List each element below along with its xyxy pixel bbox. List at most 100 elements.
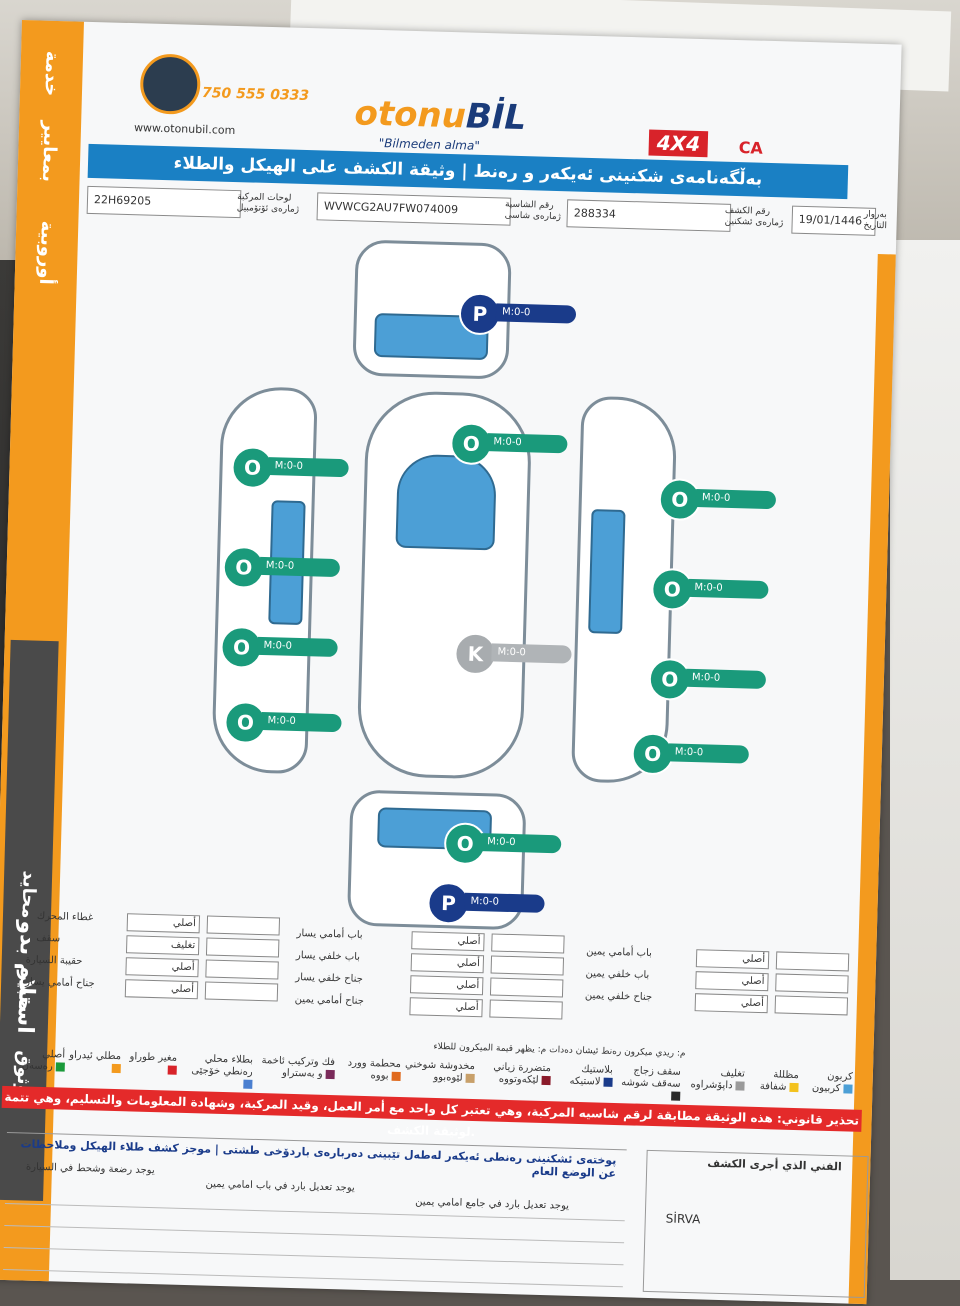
badge-side: CA <box>738 138 764 158</box>
legend-swatch <box>55 1061 65 1072</box>
brand-logo: otonuBİL <box>353 93 527 139</box>
part-status-empty <box>489 999 563 1020</box>
car-diagram: P M:0-0 O M:0-0 O M:0-0 O M:0-0 O M:0-0 … <box>157 224 777 939</box>
part-status-empty <box>490 955 565 976</box>
part-name: جناح أمامي يسار <box>24 976 95 990</box>
part-name: باب أمامي يسار <box>296 928 363 941</box>
legend-item: مخدوشة شوخني لێوەبوو <box>404 1059 476 1084</box>
legend-item: فك وتركيب ئاخمة و بەستراو <box>261 1055 336 1080</box>
strip-word: خدمة <box>40 50 63 97</box>
part-name: سقف <box>36 932 61 945</box>
roof-glass <box>395 453 497 551</box>
marker-tag: M:0-0 <box>685 668 767 690</box>
marker-tag: M:0-0 <box>257 636 338 658</box>
right-windows <box>588 509 626 634</box>
inspection-sheet: خدمة بمعايير أوروبية استلام بدو محايد خب… <box>0 20 902 1305</box>
part-status: أصلي <box>409 975 484 996</box>
legend-item: كربون كربيون <box>811 1070 853 1095</box>
legend-item: مظللة شفافة <box>759 1069 799 1093</box>
part-name: غطاء المحرك <box>36 910 94 924</box>
part-status-empty <box>489 977 564 998</box>
phone-number: 750 555 0333 <box>201 85 310 105</box>
technician-box: الفني الذي أجرى الكشف SİRVA <box>642 1149 869 1299</box>
part-status-empty <box>775 951 850 972</box>
legend-item: متضررة زياني لێكەوتووە <box>493 1061 552 1086</box>
legend-swatch <box>325 1069 335 1079</box>
part-status-empty <box>205 959 279 980</box>
legend-swatch <box>541 1075 551 1085</box>
agent-avatar-icon <box>139 53 202 115</box>
technician-heading: الفني الذي أجرى الكشف <box>707 1156 842 1174</box>
marker-tag: M:0-0 <box>695 489 777 510</box>
part-status: أصلي <box>124 979 199 1000</box>
part-status: أصلي <box>410 953 485 974</box>
part-name: جناح خلفي يمين <box>584 990 653 1003</box>
marker-tag: M:0-0 <box>668 743 750 764</box>
legend-swatch <box>465 1073 475 1083</box>
part-name: جناح أمامي يمين <box>294 993 365 1007</box>
legend-swatch <box>603 1077 613 1087</box>
marker-tag: M:0-0 <box>487 433 568 454</box>
part-status: أصلي <box>126 913 201 934</box>
part-status-empty <box>775 973 849 994</box>
part-status: أصلي <box>695 971 769 992</box>
part-name: جناح خلفي يسار <box>295 972 364 985</box>
legend-swatch <box>243 1079 253 1089</box>
part-status-empty <box>206 915 281 936</box>
chassis-label: رقم الشاسية ژمارەی شاسی <box>504 199 562 223</box>
marker-tag: M:0-0 <box>480 833 562 854</box>
parts-table: غطاء المحرك أصلي سقف تغليف حقيبة السيارة… <box>14 910 857 1043</box>
marker-tag: M:0-0 <box>464 892 545 913</box>
part-name: باب خلفي يسار <box>295 950 361 963</box>
plate-value: 22H69205 <box>86 185 242 219</box>
legend-swatch <box>789 1082 799 1092</box>
summary-note: يوجد رضعة وشحط في السيارة <box>25 1161 155 1177</box>
summary-notes: پوختەی ئشکنینی رەنطی ئەیکەر لەطەل تێبینی… <box>3 1132 627 1291</box>
marker-tag: M:0-0 <box>268 457 349 478</box>
plate-label: لوحات المركبة ژمارەی ئۆتۆمبیل <box>236 192 300 215</box>
strip-word: أوروبية <box>35 220 58 285</box>
ruled-line <box>3 1246 624 1266</box>
legend-item: بطلاء محلي رەنطي خۆجێی <box>180 1053 253 1091</box>
legend-swatch <box>843 1083 853 1094</box>
part-status: أصلي <box>695 949 770 970</box>
legend-item: بلاستيك لاستيكە <box>569 1064 614 1088</box>
legend-item: مطلي ئيدراو <box>69 1050 121 1075</box>
legend-item: سقف زجاج سەقف شوشە <box>616 1065 681 1103</box>
part-name: حقيبة السيارة <box>25 954 83 968</box>
summary-note: يوجد تعديل بارد في باب امامي يمين <box>205 1178 355 1194</box>
legend-swatch <box>167 1064 177 1075</box>
part-status: أصلي <box>409 997 483 1018</box>
part-status: أصلي <box>694 993 769 1014</box>
strip-word: بمعايير <box>37 120 61 183</box>
part-status: أصلي <box>411 931 485 952</box>
exam-label: رقم الكشف ژمارەی ئشکنین <box>724 205 784 229</box>
legend-item: مغير طوراو <box>125 1051 177 1076</box>
marker-tag: M:0-0 <box>259 556 341 578</box>
marker-tag: M:0-0 <box>495 303 577 324</box>
micron-note: م: ريدي ميكرون رەنط ئيشان دەدات م: يظهر … <box>433 1041 686 1059</box>
legend-swatch <box>735 1080 745 1091</box>
chassis-value: WVWCG2AU7FW074009 <box>316 192 512 226</box>
legend-swatch <box>671 1091 681 1101</box>
marker-tag: M:0-0 <box>261 711 342 733</box>
part-name: باب أمامي يمين <box>586 946 653 959</box>
orange-right-strip <box>848 253 896 1305</box>
date-label: بەروار التاريخ <box>863 209 888 232</box>
legend-swatch <box>111 1063 121 1073</box>
website: www.otonubil.com <box>133 121 236 137</box>
badge-4x4: 4X4 <box>648 129 709 158</box>
part-status-empty <box>491 933 565 954</box>
legend-item: أصلي رەسەن <box>21 1048 66 1073</box>
marker-tag: M:0-0 <box>491 643 572 664</box>
ruled-line <box>4 1224 625 1244</box>
background-right <box>890 240 960 1280</box>
legend-swatch <box>391 1071 401 1081</box>
legend-item: تغليف داپۆشراوە <box>690 1067 746 1092</box>
part-status-empty <box>205 937 280 958</box>
slogan: "Bilmeden alma" <box>378 136 481 153</box>
part-status: أصلي <box>125 957 199 978</box>
technician-name: SİRVA <box>665 1211 701 1227</box>
part-name: باب خلفي يمين <box>585 968 650 981</box>
part-status-empty <box>204 981 279 1002</box>
